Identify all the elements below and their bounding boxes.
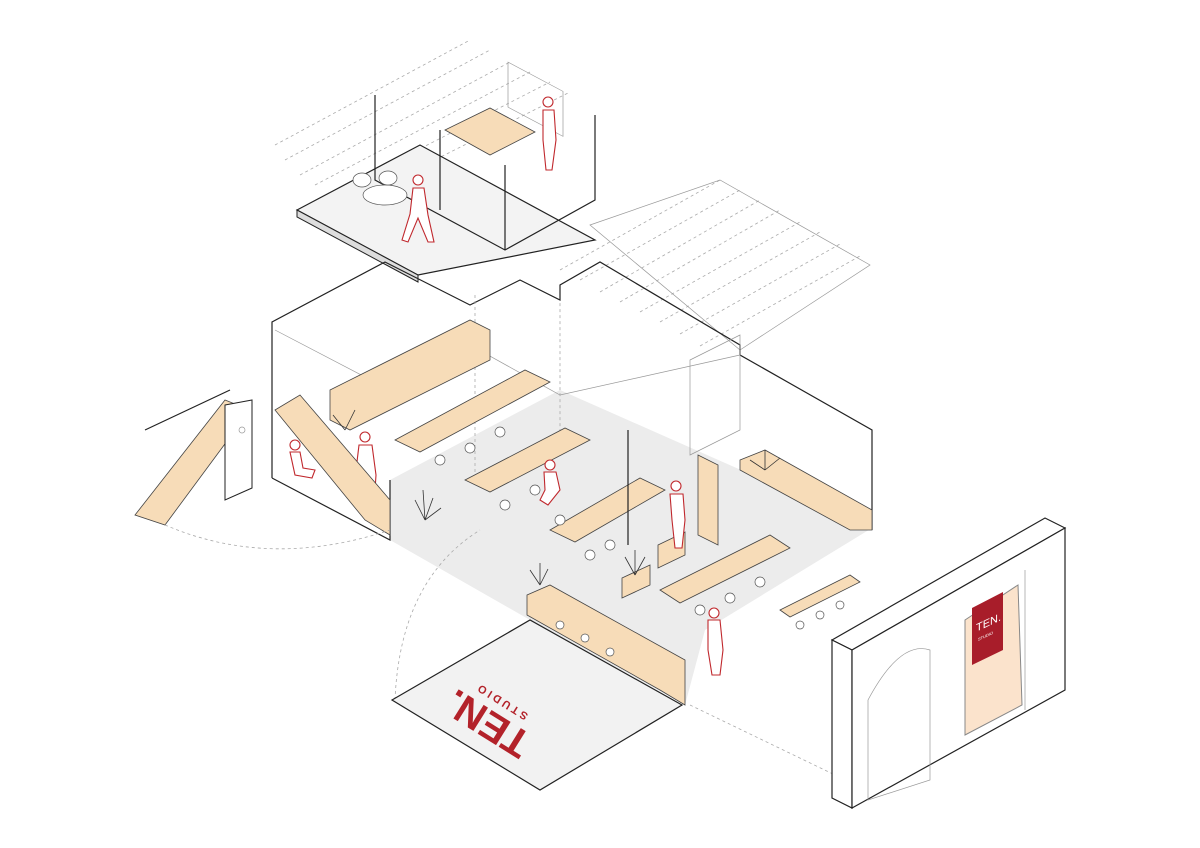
roof-beams [274, 39, 871, 351]
person-walking [401, 174, 435, 243]
person-standing-column [669, 480, 686, 549]
desk [394, 369, 551, 453]
entrance-floor: TEN. STUDIO [390, 619, 684, 791]
main-space [271, 261, 873, 706]
chairs [434, 426, 845, 657]
desk [549, 477, 666, 543]
person-sitting-stairs [289, 439, 316, 479]
person-standing [542, 96, 557, 171]
person-seated-desk [539, 459, 561, 506]
cabinet [697, 454, 719, 546]
meeting-table [444, 107, 536, 156]
main-stair [274, 394, 391, 536]
shelving-unit [329, 319, 491, 431]
facade-panel: TEN. STUDIO [830, 517, 1067, 810]
exploded-stair [134, 389, 391, 536]
plants [332, 409, 781, 586]
person-standing-front [707, 607, 724, 676]
desk [659, 534, 791, 604]
planter [621, 564, 651, 599]
bar-counter [779, 574, 861, 618]
round-table [362, 184, 408, 206]
mezzanine [295, 61, 597, 283]
front-counter [526, 584, 686, 706]
facade-sign [972, 592, 1003, 665]
desk [464, 427, 591, 493]
